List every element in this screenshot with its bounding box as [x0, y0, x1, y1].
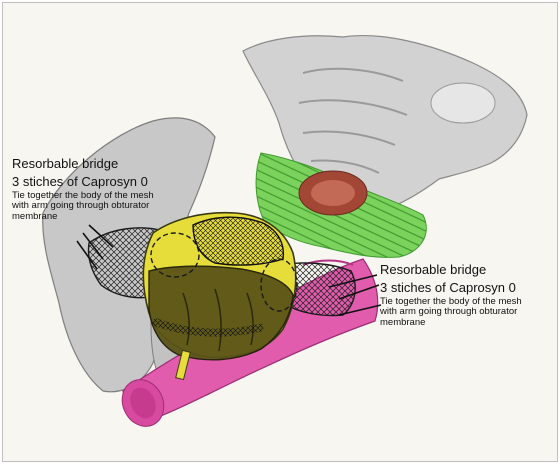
annotation-left-subtitle: 3 stiches of Caprosyn 0: [12, 174, 148, 189]
annotation-left-title: Resorbable bridge: [12, 156, 118, 171]
annotation-left-note-3: membrane: [12, 212, 222, 223]
annotation-right-note-3: membrane: [380, 318, 560, 329]
annotation-left: Resorbable bridge 3 stiches of Caprosyn …: [12, 155, 222, 223]
annotation-right-title: Resorbable bridge: [380, 262, 486, 277]
rectum-opening: [299, 171, 367, 215]
annotation-right-subtitle: 3 stiches of Caprosyn 0: [380, 280, 516, 295]
pelvic-mesh-illustration: [3, 3, 559, 463]
annotation-right: Resorbable bridge 3 stiches of Caprosyn …: [380, 261, 560, 329]
